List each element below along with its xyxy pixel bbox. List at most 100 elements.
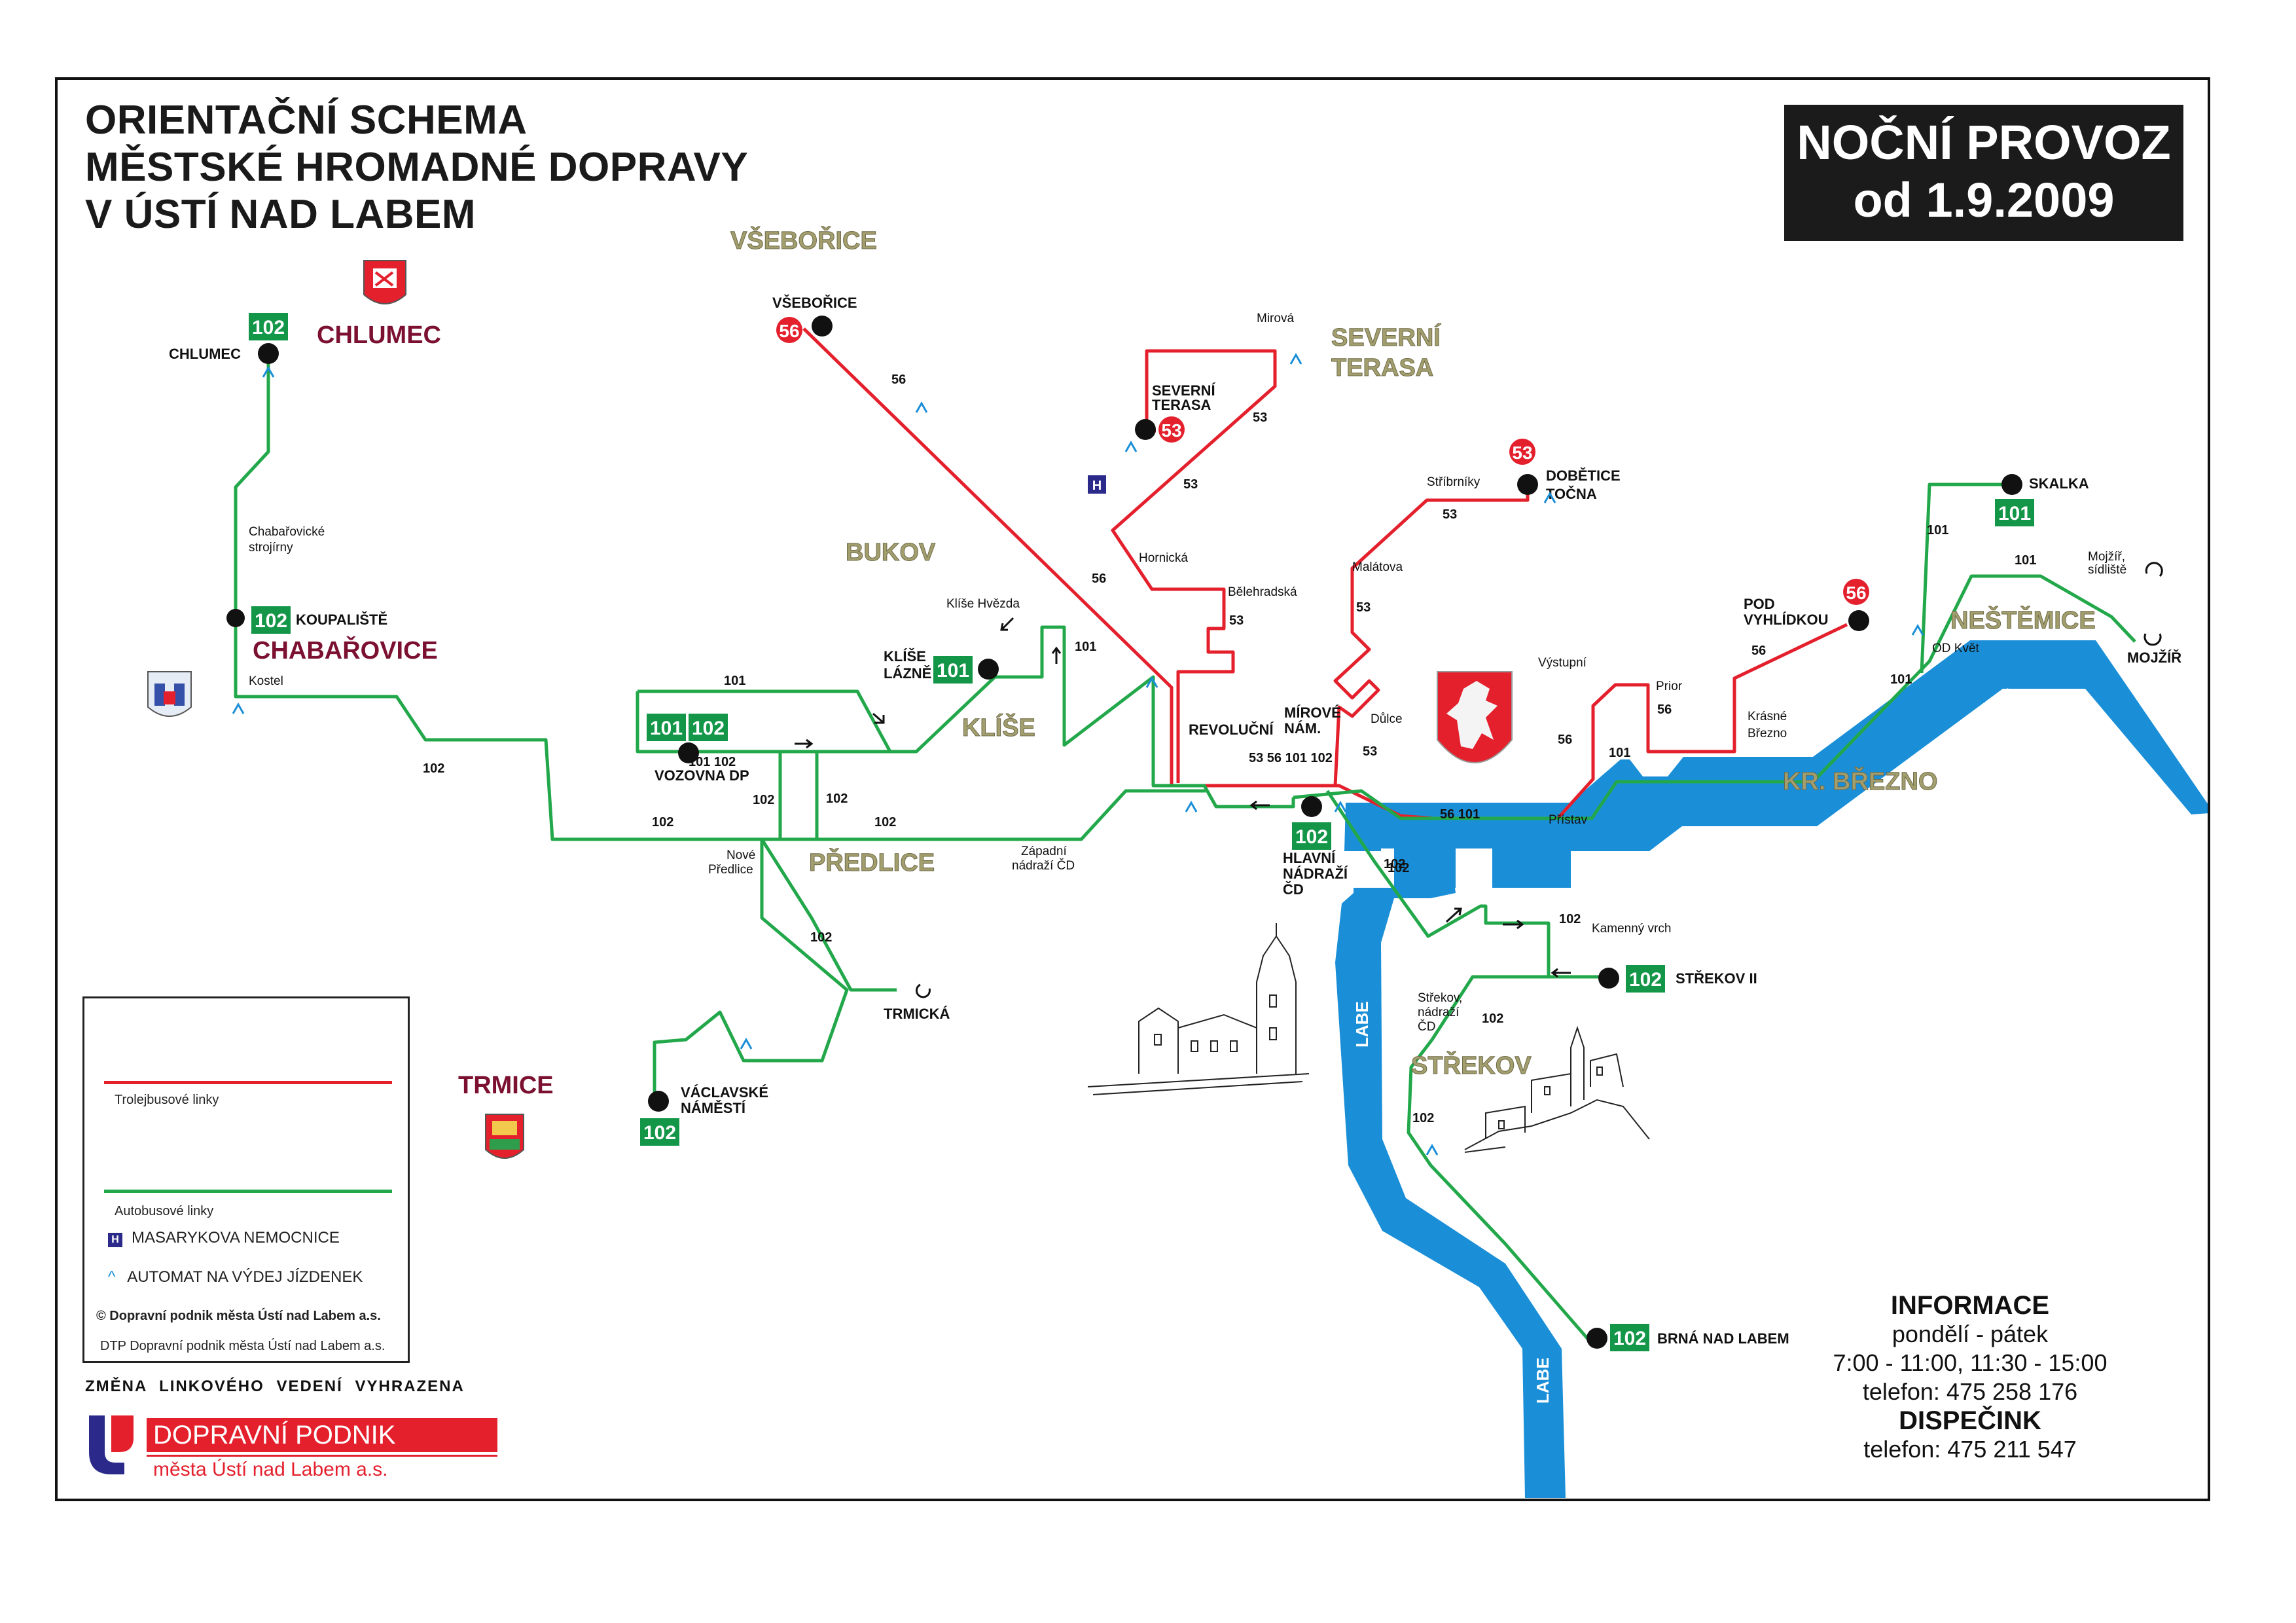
svg-text:101: 101 [1075, 640, 1096, 654]
svg-text:LABE: LABE [1840, 813, 1887, 833]
svg-text:102: 102 [826, 792, 848, 806]
svg-text:NÁDRAŽÍ: NÁDRAŽÍ [1283, 866, 1348, 882]
badge-101-skalka: 101 [1995, 499, 2034, 526]
route-101-vozovna [637, 625, 1295, 809]
company-logo: DOPRAVNÍ PODNIK města Ústí nad Labem a.s… [85, 1406, 497, 1485]
stop-dot-vseborice [812, 316, 833, 337]
route-number-labels: 56 56 53 53 53 53 53 53 56 56 56 101 56 … [423, 373, 2036, 1125]
badge-101-vozovna: 101 [647, 714, 686, 741]
svg-text:CHLUMEC: CHLUMEC [169, 346, 241, 362]
svg-text:102: 102 [810, 930, 832, 945]
svg-text:TERASA: TERASA [1331, 354, 1433, 382]
svg-text:53: 53 [1443, 507, 1457, 522]
stop-dot-dobetice [1517, 474, 1538, 495]
usti-coat-of-arms [1437, 671, 1513, 763]
river-labe [1335, 640, 2210, 1498]
chabarovice-coat-of-arms [147, 671, 192, 717]
svg-text:KLÍŠE: KLÍŠE [962, 712, 1035, 742]
svg-text:101: 101 [1998, 503, 2031, 524]
svg-text:LÁZNĚ: LÁZNĚ [884, 665, 931, 682]
badge-56-pod-vyhlidkou: 56 [1843, 579, 1869, 605]
svg-text:56: 56 [1657, 702, 1672, 717]
svg-text:102: 102 [1295, 826, 1328, 848]
page-title: ORIENTAČNÍ SCHEMA MĚSTSKÉ HROMADNÉ DOPRA… [85, 97, 748, 238]
svg-text:Klíše Hvězda: Klíše Hvězda [946, 597, 1020, 611]
svg-text:101: 101 [1927, 523, 1948, 538]
svg-text:KLÍŠE: KLÍŠE [884, 648, 926, 665]
svg-text:sídliště: sídliště [2088, 563, 2126, 577]
svg-text:101: 101 [1609, 746, 1630, 760]
svg-text:102: 102 [1613, 1328, 1646, 1349]
svg-text:102: 102 [255, 610, 287, 632]
svg-text:56: 56 [779, 321, 799, 341]
svg-text:NEŠTĚMICE: NEŠTĚMICE [1950, 605, 2096, 634]
stop-dot-vaclavske [648, 1091, 669, 1112]
svg-text:102: 102 [753, 793, 774, 807]
svg-text:102: 102 [652, 815, 673, 830]
svg-text:Nové: Nové [726, 848, 755, 862]
svg-text:Přístav: Přístav [1549, 813, 1588, 827]
svg-text:Střekov,: Střekov, [1418, 991, 1462, 1005]
svg-text:102: 102 [1384, 857, 1405, 871]
stop-dot-vozovna [678, 742, 699, 763]
legend-copyright: © Dopravní podnik města Ústí nad Labem a… [96, 1309, 381, 1323]
stop-dot-pod-vyhlidkou [1848, 610, 1869, 631]
svg-text:nádraží: nádraží [1418, 1006, 1460, 1019]
svg-text:VÁCLAVSKÉ: VÁCLAVSKÉ [681, 1084, 768, 1101]
svg-text:53: 53 [1161, 420, 1181, 441]
legend-bus-label: Autobusové linky [115, 1204, 214, 1218]
svg-text:102: 102 [692, 718, 725, 739]
svg-text:CHABAŘOVICE: CHABAŘOVICE [253, 636, 438, 665]
svg-text:101 102: 101 102 [689, 755, 736, 769]
legend-dtp: DTP Dopravní podnik města Ústí nad Labem… [100, 1339, 386, 1353]
line-badges: 102 102 101 101 102 102 101 102 102 102 … [249, 313, 2034, 1351]
svg-text:102: 102 [1482, 1012, 1503, 1026]
svg-text:nádraží ČD: nádraží ČD [1012, 858, 1075, 873]
legend-bus-line [104, 1190, 392, 1193]
info-heading: INFORMACE [1890, 1291, 2050, 1320]
svg-text:101: 101 [1890, 672, 1912, 687]
svg-text:LABE: LABE [1533, 1357, 1552, 1404]
route-101-nestemice [1293, 574, 2136, 820]
svg-text:MOJŽÍŘ: MOJŽÍŘ [2127, 649, 2181, 666]
stop-dot-brna [1587, 1328, 1607, 1349]
night-service-date: od 1.9.2009 [1853, 173, 2115, 227]
route-101-skalka [1920, 483, 2012, 674]
svg-text:Hornická: Hornická [1139, 551, 1188, 565]
stop-dots [226, 316, 2022, 1349]
svg-text:SKALKA: SKALKA [2029, 475, 2089, 492]
title-line-1: ORIENTAČNÍ SCHEMA [85, 98, 528, 143]
svg-text:101: 101 [2015, 553, 2036, 568]
svg-text:Prior: Prior [1656, 680, 1683, 693]
stop-dot-koupaliste [226, 609, 245, 627]
svg-text:STŘEKOV: STŘEKOV [1411, 1051, 1532, 1080]
svg-text:102: 102 [252, 317, 285, 338]
route-predlice-branches [778, 752, 819, 839]
town-labels: CHLUMEC CHABAŘOVICE TRMICE [253, 321, 554, 1099]
stop-dot-strekov-ii [1598, 968, 1619, 989]
svg-text:KR. BŘEZNO: KR. BŘEZNO [1783, 767, 1937, 795]
svg-text:TOČNA: TOČNA [1546, 486, 1597, 502]
museum-building-sketch [1087, 923, 1310, 1095]
svg-text:BUKOV: BUKOV [846, 539, 936, 566]
badge-102-strekov-ii: 102 [1626, 965, 1665, 993]
badge-102-hlavni: 102 [1292, 822, 1331, 850]
svg-text:53: 53 [1253, 410, 1267, 425]
svg-text:56: 56 [1092, 572, 1106, 586]
svg-text:Stříbrníky: Stříbrníky [1427, 475, 1480, 489]
svg-text:Krásné: Krásné [1748, 710, 1787, 723]
info-block: INFORMACE pondělí - pátek 7:00 - 11:00, … [1826, 1291, 2114, 1464]
svg-text:Bělehradská: Bělehradská [1228, 585, 1297, 599]
title-line-3: V ÚSTÍ NAD LABEM [85, 192, 476, 237]
stop-dot-chlumec [258, 343, 279, 364]
badge-102-chlumec: 102 [249, 313, 288, 340]
svg-text:STŘEKOV II: STŘEKOV II [1676, 970, 1757, 987]
svg-text:VŠEBOŘICE: VŠEBOŘICE [730, 225, 877, 255]
svg-text:53: 53 [1363, 744, 1377, 759]
svg-text:101: 101 [650, 718, 683, 739]
svg-text:Březno: Březno [1748, 727, 1787, 740]
svg-text:Západní: Západní [1021, 845, 1067, 858]
badge-101-klise: 101 [933, 656, 973, 684]
